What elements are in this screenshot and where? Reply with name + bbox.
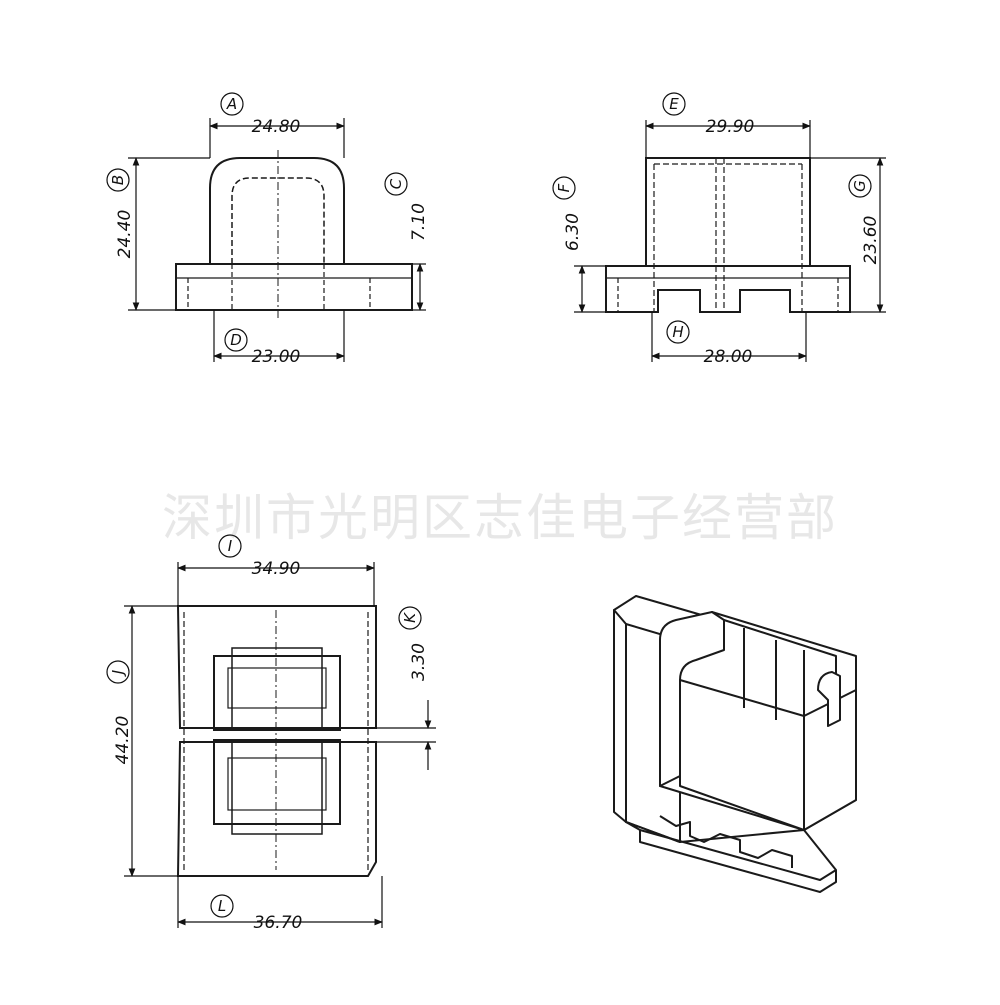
- dim-E-letter: E: [669, 95, 679, 113]
- top-dimensions: [124, 562, 436, 928]
- dim-I: I 34.90: [218, 534, 301, 579]
- dim-C-letter: C: [387, 178, 405, 189]
- front-view-frame: [209, 157, 345, 264]
- dim-C: C 7.10: [384, 172, 429, 241]
- dim-B-letter: B: [109, 175, 127, 185]
- dim-B-value: 24.40: [115, 210, 135, 259]
- dim-A: A 24.80: [220, 92, 301, 137]
- top-view-upper-window: [213, 655, 341, 731]
- dim-E-value: 29.90: [706, 117, 755, 137]
- front-dimensions: [128, 118, 426, 362]
- dim-L-marker: [210, 894, 234, 918]
- dim-H-letter: H: [672, 323, 683, 341]
- front-view-base: [175, 263, 413, 311]
- dim-A-marker: [220, 92, 244, 116]
- dim-I-marker: [218, 534, 242, 558]
- side-dimensions: [574, 120, 886, 362]
- side-view: [605, 157, 851, 313]
- dim-G-letter: G: [851, 180, 869, 192]
- dim-A-letter: A: [226, 95, 237, 113]
- top-view-lower-half: [176, 741, 377, 877]
- dim-J: J 44.20: [106, 660, 133, 765]
- dim-L-value: 36.70: [254, 913, 303, 933]
- dim-H-marker: [666, 320, 690, 344]
- dim-G: G 23.60: [848, 174, 881, 265]
- isometric-view: [613, 595, 857, 893]
- dim-C-marker: [384, 172, 408, 196]
- side-view-base: [605, 265, 851, 313]
- dim-D-value: 23.00: [252, 347, 301, 367]
- front-view-inner: [231, 177, 325, 264]
- dim-I-value: 34.90: [252, 559, 301, 579]
- dim-G-marker: [848, 174, 872, 198]
- top-view: [176, 605, 377, 877]
- dim-I-letter: I: [228, 537, 233, 555]
- top-view-lower-window: [213, 739, 341, 825]
- dim-D: D 23.00: [224, 328, 301, 367]
- dim-J-marker: [106, 660, 130, 684]
- iso-left-plate: [613, 609, 627, 823]
- dim-A-value: 24.80: [252, 117, 301, 137]
- dim-H-value: 28.00: [704, 347, 753, 367]
- dim-B-marker: [106, 168, 130, 192]
- dim-K-marker: [398, 606, 422, 630]
- side-view-body: [645, 157, 811, 267]
- dim-L-letter: L: [218, 897, 226, 915]
- dim-J-letter: J: [109, 670, 127, 677]
- dim-B: B 24.40: [106, 168, 135, 259]
- dim-F-marker: [552, 176, 576, 200]
- dim-E: E 29.90: [662, 92, 755, 137]
- dim-L: L 36.70: [210, 894, 303, 933]
- dim-J-value: 44.20: [113, 716, 133, 765]
- dim-E-marker: [662, 92, 686, 116]
- dim-D-marker: [224, 328, 248, 352]
- dim-F-value: 6.30: [563, 213, 583, 251]
- dim-K-value: 3.30: [409, 643, 429, 681]
- iso-front-loop: [659, 611, 725, 787]
- dim-C-value: 7.10: [409, 203, 429, 241]
- dim-G-value: 23.60: [861, 216, 881, 265]
- dim-K-letter: K: [401, 612, 419, 623]
- dim-K: K 3.30: [398, 606, 429, 681]
- dim-D-letter: D: [230, 331, 242, 349]
- dim-H: H 28.00: [666, 320, 753, 367]
- top-view-upper-half: [176, 605, 377, 729]
- front-view: [175, 150, 413, 318]
- dim-F: F 6.30: [552, 176, 583, 251]
- dim-F-letter: F: [555, 183, 573, 192]
